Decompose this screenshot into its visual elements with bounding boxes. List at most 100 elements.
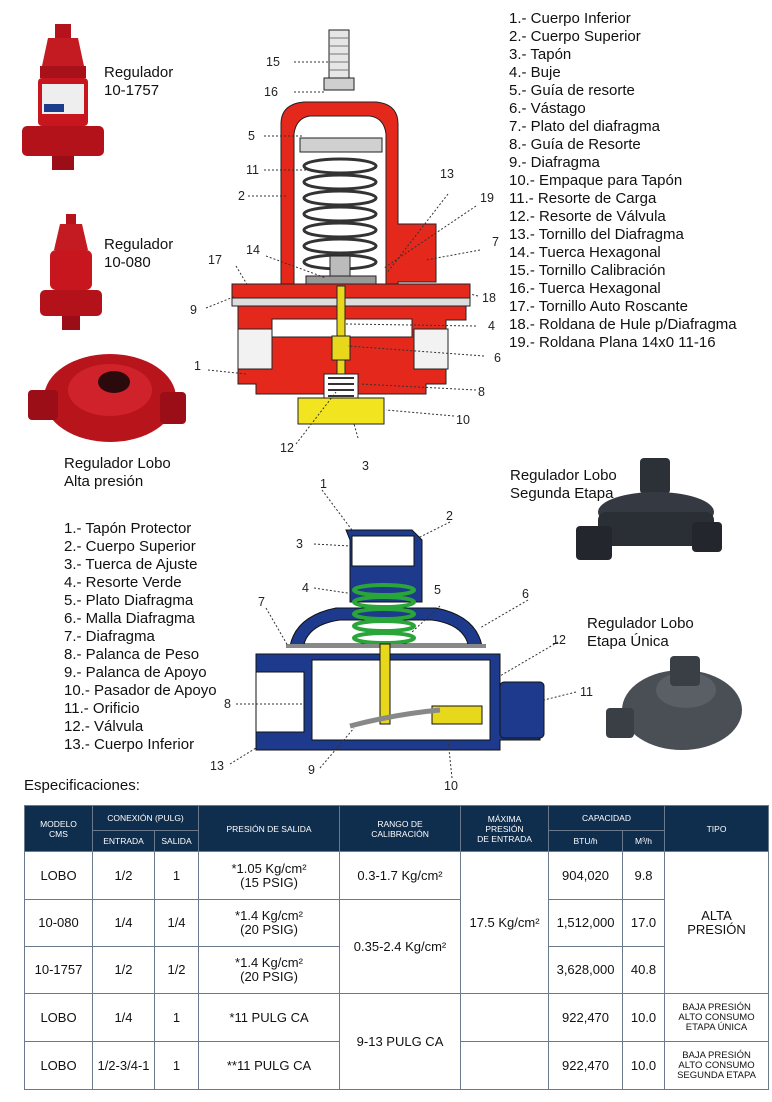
svg-text:4: 4 [488, 319, 495, 333]
cell-entrada: 1/2-3/4-1 [92, 1041, 155, 1090]
cell-salida: 1 [153, 993, 200, 1042]
svg-text:3: 3 [362, 459, 369, 473]
part-item: 19.- Roldana Plana 14x0 11-16 [509, 334, 716, 351]
regulator-lobo-alta-label: Regulador Lobo Alta presión [64, 455, 171, 490]
regulator-lobo-unica-photo [606, 656, 742, 750]
part-item: 7.- Plato del diafragma [509, 118, 660, 135]
svg-text:1: 1 [320, 477, 327, 491]
part-item: 17.- Tornillo Auto Roscante [509, 298, 688, 315]
svg-text:11: 11 [580, 685, 593, 699]
svg-text:2: 2 [238, 189, 245, 203]
parts-list-1: 1.- Cuerpo Inferior 2.- Cuerpo Superior … [509, 10, 737, 352]
part-item: 3.- Tuerca de Ajuste [64, 556, 198, 573]
part-item: 15.- Tornillo Calibración [509, 262, 666, 279]
cell-rango: 0.3-1.7 Kg/cm² [339, 851, 462, 900]
header-btu: BTU/h [548, 830, 624, 852]
regulator-lobo-unica-label: Regulador Lobo Etapa Única [587, 615, 694, 650]
header-conexion: CONEXIÓN (PULG) [91, 805, 200, 831]
cell-presion: **11 PULG CA [198, 1041, 341, 1090]
cell-salida: 1 [153, 851, 200, 900]
part-item: 2.- Cuerpo Superior [64, 538, 196, 555]
part-item: 16.- Tuerca Hexagonal [509, 280, 661, 297]
regulator-10-1757-photo [22, 24, 104, 170]
part-item: 7.- Diafragma [64, 628, 155, 645]
cell-tipo-baja-segunda: BAJA PRESIÓN ALTO CONSUMO SEGUNDA ETAPA [664, 1041, 770, 1090]
part-item: 10.- Pasador de Apoyo [64, 682, 217, 699]
cell-m3: 9.8 [622, 851, 666, 900]
svg-text:11: 11 [246, 163, 259, 177]
part-item: 13.- Tornillo del Diafragma [509, 226, 684, 243]
svg-text:8: 8 [224, 697, 231, 711]
header-modelo: MODELO CMS [24, 805, 93, 852]
regulator-lobo-alta-photo [28, 354, 186, 442]
cell-presion: *11 PULG CA [198, 993, 341, 1042]
svg-text:6: 6 [522, 587, 529, 601]
cell-presion: *1.4 Kg/cm²(20 PSIG) [198, 946, 341, 994]
regulator-lobo-segunda-photo [576, 458, 722, 560]
table-row: LOBO 1/4 1 *11 PULG CA 9-13 PULG CA 922,… [24, 993, 770, 1090]
presion-sub: (20 PSIG) [240, 969, 298, 984]
presion-sub: (20 PSIG) [240, 922, 298, 937]
part-item: 11.- Resorte de Carga [509, 190, 657, 207]
presion-main: *1.4 Kg/cm² [235, 955, 303, 970]
cell-presion: *1.4 Kg/cm²(20 PSIG) [198, 899, 341, 947]
part-item: 12.- Válvula [64, 718, 144, 735]
header-salida: SALIDA [153, 830, 200, 852]
cell-modelo: LOBO [24, 1041, 93, 1090]
cell-entrada: 1/4 [92, 899, 155, 947]
cell-salida: 1 [153, 1041, 200, 1090]
table-row: LOBO 1/2-3/4-1 1 **11 PULG CA 922,470 10… [24, 1041, 770, 1090]
cell-modelo: LOBO [24, 851, 93, 900]
part-item: 6.- Vástago [509, 100, 586, 117]
svg-text:4: 4 [302, 581, 309, 595]
part-item: 8.- Palanca de Peso [64, 646, 200, 663]
svg-text:5: 5 [248, 129, 255, 143]
part-item: 4.- Buje [509, 64, 561, 81]
part-item: 12.- Resorte de Válvula [509, 208, 666, 225]
cell-btu: 3,628,000 [548, 946, 624, 994]
part-item: 3.- Tapón [509, 46, 572, 63]
svg-text:8: 8 [478, 385, 485, 399]
cell-entrada: 1/4 [92, 993, 155, 1042]
svg-text:5: 5 [434, 583, 441, 597]
part-item: 13.- Cuerpo Inferior [64, 736, 195, 753]
svg-text:13: 13 [440, 167, 454, 181]
svg-text:12: 12 [280, 441, 294, 455]
header-capacidad: CAPACIDAD [548, 805, 666, 831]
regulator-lobo-segunda-label: Regulador Lobo Segunda Etapa [510, 467, 617, 502]
svg-text:17: 17 [208, 253, 222, 267]
header-tipo: TIPO [664, 805, 770, 852]
svg-text:18: 18 [482, 291, 496, 305]
svg-text:7: 7 [492, 235, 499, 249]
svg-text:2: 2 [446, 509, 453, 523]
part-item: 18.- Roldana de Hule p/Diafragma [509, 316, 737, 333]
cell-modelo: LOBO [24, 993, 93, 1042]
regulator-10-080-photo [40, 214, 102, 330]
header-presion-salida: PRESIÓN DE SALIDA [198, 805, 341, 852]
cell-maxima: 17.5 Kg/cm² [460, 851, 550, 994]
svg-text:12: 12 [552, 633, 566, 647]
header-maxima: MÁXIMA PRESIÓN DE ENTRADA [460, 805, 550, 852]
svg-text:10: 10 [456, 413, 470, 427]
part-item: 6.- Malla Diafragma [64, 610, 195, 627]
svg-text:3: 3 [296, 537, 303, 551]
header-m3: M³/h [622, 830, 666, 852]
table-row: 10-080 1/4 1/4 *1.4 Kg/cm²(20 PSIG) 0.35… [24, 899, 769, 994]
svg-text:7: 7 [258, 595, 265, 609]
part-item: 8.- Guía de Resorte [509, 136, 641, 153]
part-item: 1.- Tapón Protector [64, 520, 192, 537]
specs-table: MODELO CMS CONEXIÓN (PULG) PRESIÓN DE SA… [24, 805, 770, 1090]
cell-tipo-alta: ALTA PRESIÓN [664, 851, 770, 994]
cell-btu: 922,470 [548, 1041, 624, 1090]
cell-tipo-baja-unica: BAJA PRESIÓN ALTO CONSUMO ETAPA ÚNICA [664, 993, 770, 1042]
table-row: 10-1757 1/2 1/2 *1.4 Kg/cm²(20 PSIG) 3,6… [24, 946, 769, 994]
cell-salida: 1/2 [153, 946, 200, 994]
regulator-10-080-label: Regulador 10-080 [104, 236, 174, 271]
cell-btu: 904,020 [548, 851, 624, 900]
cell-salida: 1/4 [153, 899, 200, 947]
svg-text:16: 16 [264, 85, 278, 99]
svg-text:15: 15 [266, 55, 280, 69]
part-item: 10.- Empaque para Tapón [509, 172, 683, 189]
cell-rango: 9-13 PULG CA [339, 993, 462, 1090]
